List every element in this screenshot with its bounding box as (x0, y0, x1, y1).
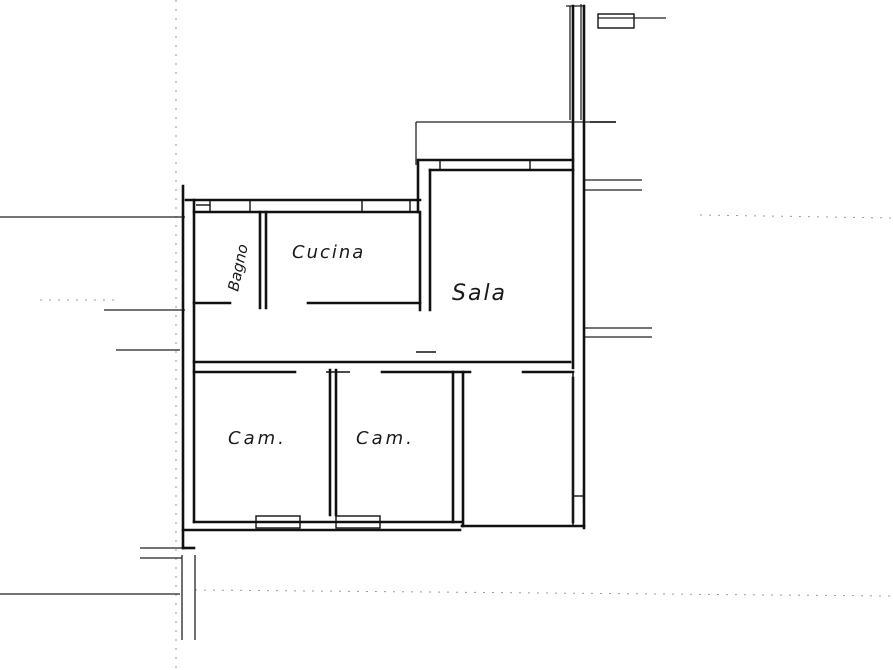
label-camera-left: Cam. (228, 428, 287, 449)
guide-lines (40, 0, 893, 670)
interior-walls (192, 210, 575, 528)
dimension-lines (0, 4, 666, 640)
label-cucina: Cucina (292, 242, 365, 263)
label-camera-right: Cam. (356, 428, 415, 449)
room-labels: Bagno Cucina Sala Cam. Cam. (224, 242, 507, 449)
windows (196, 13, 635, 529)
label-bagno: Bagno (224, 242, 252, 292)
label-sala: Sala (452, 281, 507, 306)
